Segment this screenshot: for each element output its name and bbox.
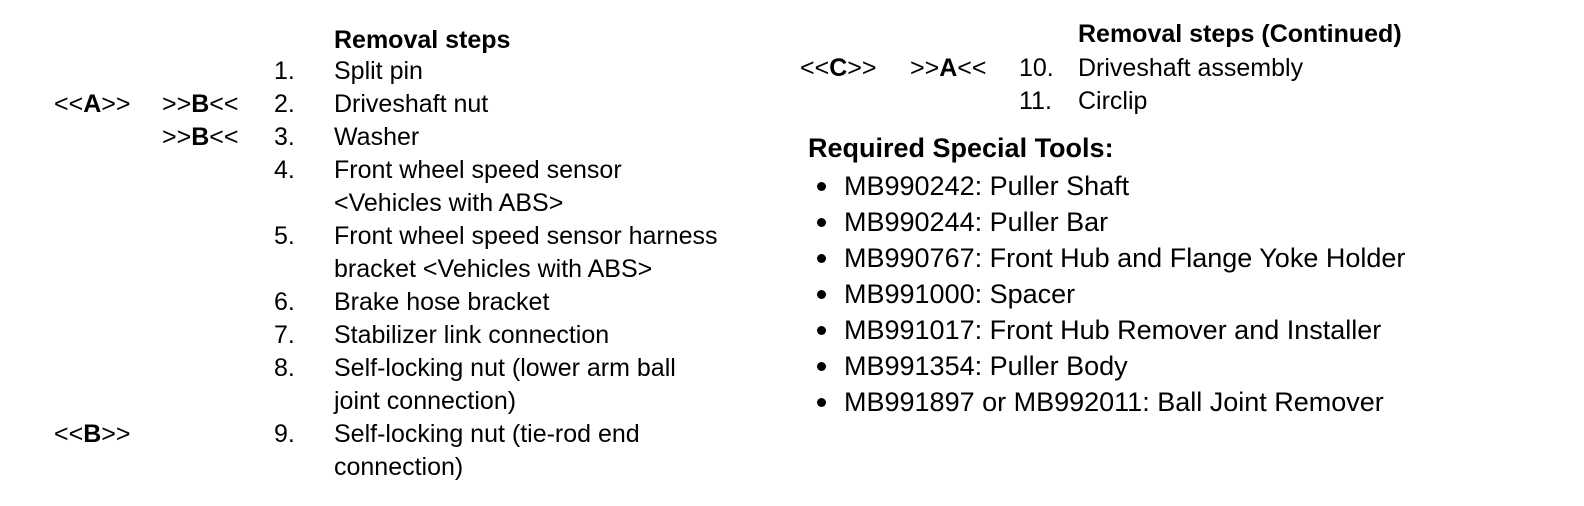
right-column-heading: Removal steps (Continued) bbox=[1078, 20, 1402, 48]
step-text: Self-locking nut (tie-rod end bbox=[334, 420, 640, 448]
tool-text: MB990767: Front Hub and Flange Yoke Hold… bbox=[844, 243, 1406, 273]
step-text: Brake hose bracket bbox=[334, 288, 550, 316]
left-column-heading: Removal steps bbox=[334, 26, 511, 54]
tool-item: MB991000: Spacer bbox=[808, 276, 1405, 312]
step-ref-tag: >>B<< bbox=[162, 90, 239, 118]
tool-text: MB990244: Puller Bar bbox=[844, 207, 1109, 237]
step-number: 11. bbox=[1019, 87, 1052, 115]
tool-text: MB991017: Front Hub Remover and Installe… bbox=[844, 315, 1382, 345]
step-number: 7. bbox=[274, 321, 295, 349]
bullet-icon bbox=[817, 254, 826, 263]
tool-item: MB991017: Front Hub Remover and Installe… bbox=[808, 312, 1405, 348]
step-text: Circlip bbox=[1078, 87, 1148, 115]
step-text: joint connection) bbox=[334, 387, 517, 415]
tool-item: MB991354: Puller Body bbox=[808, 348, 1405, 384]
bullet-icon bbox=[817, 218, 826, 227]
step-number: 3. bbox=[274, 123, 295, 151]
tool-item: MB990242: Puller Shaft bbox=[808, 168, 1405, 204]
step-number: 2. bbox=[274, 90, 295, 118]
tool-text: MB991000: Spacer bbox=[844, 279, 1076, 309]
step-number: 10. bbox=[1019, 54, 1054, 82]
step-text: bracket <Vehicles with ABS> bbox=[334, 255, 653, 283]
step-text: Self-locking nut (lower arm ball bbox=[334, 354, 676, 382]
step-text: Driveshaft assembly bbox=[1078, 54, 1304, 82]
step-ref-tag: >>A<< bbox=[910, 54, 987, 82]
tool-item: MB991897 or MB992011: Ball Joint Remover bbox=[808, 384, 1405, 420]
bullet-icon bbox=[817, 326, 826, 335]
tool-item: MB990767: Front Hub and Flange Yoke Hold… bbox=[808, 240, 1405, 276]
step-ref-tag: <<B>> bbox=[54, 420, 131, 448]
step-text: Front wheel speed sensor bbox=[334, 156, 622, 184]
tool-text: MB991354: Puller Body bbox=[844, 351, 1128, 381]
step-number: 1. bbox=[274, 57, 295, 85]
bullet-icon bbox=[817, 290, 826, 299]
tool-text: MB991897 or MB992011: Ball Joint Remover bbox=[844, 387, 1384, 417]
step-text: connection) bbox=[334, 453, 464, 481]
required-tools-heading: Required Special Tools: bbox=[808, 133, 1114, 163]
bullet-icon bbox=[817, 362, 826, 371]
step-text: Driveshaft nut bbox=[334, 90, 489, 118]
step-number: 5. bbox=[274, 222, 295, 250]
step-ref-tag: <<A>> bbox=[54, 90, 131, 118]
bullet-icon bbox=[817, 182, 826, 191]
step-text: Front wheel speed sensor harness bbox=[334, 222, 718, 250]
step-text: Stabilizer link connection bbox=[334, 321, 610, 349]
step-ref-tag: <<C>> bbox=[800, 54, 877, 82]
step-text: <Vehicles with ABS> bbox=[334, 189, 564, 217]
tool-item: MB990244: Puller Bar bbox=[808, 204, 1405, 240]
step-number: 4. bbox=[274, 156, 295, 184]
step-number: 6. bbox=[274, 288, 295, 316]
step-ref-tag: >>B<< bbox=[162, 123, 239, 151]
step-text: Washer bbox=[334, 123, 420, 151]
tool-text: MB990242: Puller Shaft bbox=[844, 171, 1130, 201]
step-number: 8. bbox=[274, 354, 295, 382]
step-text: Split pin bbox=[334, 57, 423, 85]
bullet-icon bbox=[817, 398, 826, 407]
step-number: 9. bbox=[274, 420, 295, 448]
